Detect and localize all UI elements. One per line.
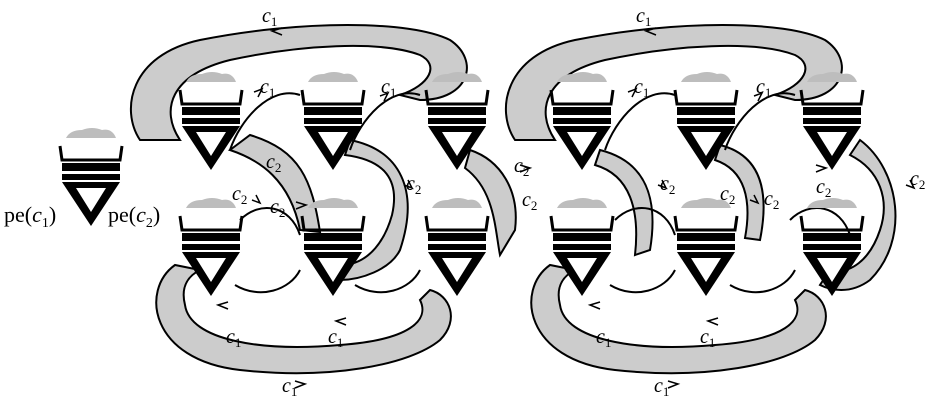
ribbons [129,24,897,375]
legend-left-pe: pe( [4,202,32,227]
label-c1: c1 [634,76,649,100]
label-c2: c2 [522,189,537,213]
ribbon-bottom-left [155,263,452,375]
ribbon-mid-4 [593,148,654,257]
label-c2: c2 [660,173,675,197]
label-c2: c2 [270,196,285,220]
label-c1: c1 [262,5,277,29]
strands [229,92,851,294]
label-c2: c2 [720,183,735,207]
ribbon-mid-6 [818,138,897,291]
svg-text:pe(c1): pe(c1) [4,202,56,231]
tile-icon [424,196,490,298]
label-c2: c2 [816,176,831,200]
label-c1: c1 [636,5,651,29]
label-c2: c2 [910,168,925,192]
label-c1: c1 [654,375,669,399]
legend-right-pe: pe( [108,202,136,227]
label-c2: c2 [514,155,529,179]
label-c1: c1 [328,326,343,350]
tile-icon [673,196,739,298]
label-c2: c2 [266,151,281,175]
ribbon-mid-3 [463,148,517,258]
arrows [215,27,916,389]
label-c1: c1 [260,76,275,100]
label-c1: c1 [282,375,297,399]
tile-icon [178,70,244,172]
label-c2: c2 [406,173,421,197]
label-c1: c1 [226,326,241,350]
label-c1: c1 [700,326,715,350]
ribbon-top-right [504,24,843,141]
ribbon-mid-5 [713,143,765,242]
label-c1: c1 [381,76,396,100]
label-c2: c2 [232,183,247,207]
label-c1: c1 [756,76,771,100]
label-c1: c1 [596,326,611,350]
label-c2: c2 [764,188,779,212]
ribbon-bottom-right [530,263,827,375]
svg-text:pe(c2): pe(c2) [108,202,160,231]
tile-icon [178,196,244,298]
legend: pe(c1) pe(c2) [4,126,160,231]
ribbon-top-left [129,24,468,141]
edge-labels: c1 c1 c1 c1 c1 c1 c1 c1 c1 c1 c1 c1 c2 c… [226,5,925,399]
